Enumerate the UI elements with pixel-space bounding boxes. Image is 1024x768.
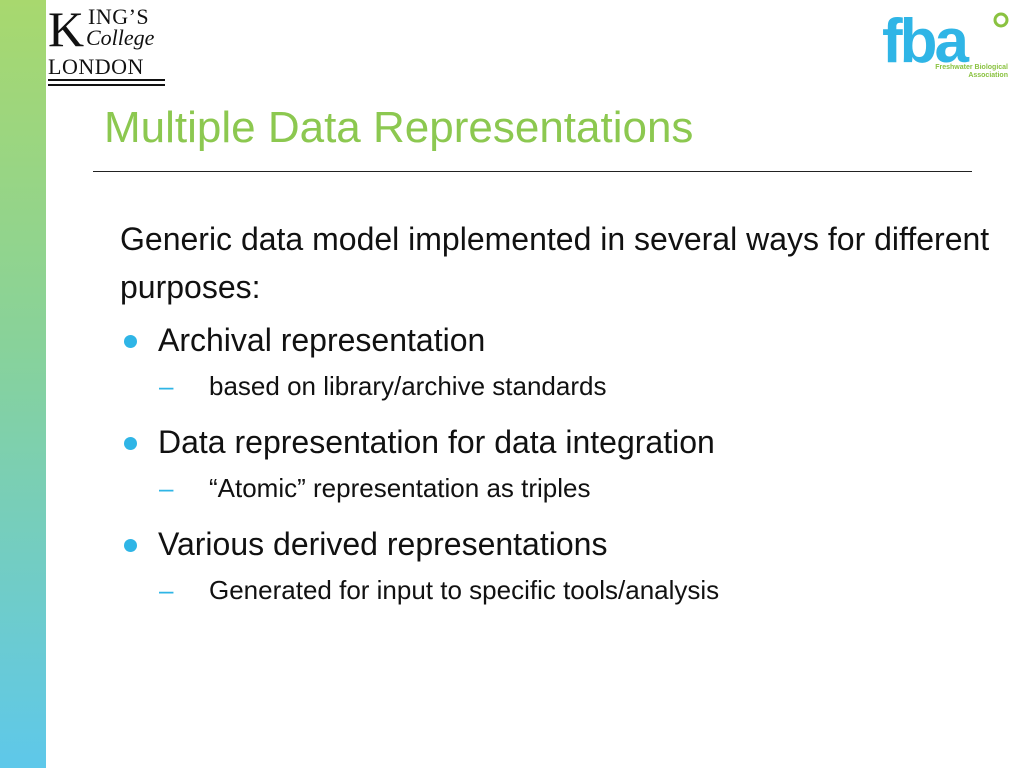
slide-title: Multiple Data Representations	[104, 103, 694, 152]
bullet-text: Data representation for data integration	[158, 424, 715, 460]
bullet-item: Various derived representations – Genera…	[120, 519, 1000, 609]
sub-list: – based on library/archive standards	[120, 367, 1000, 405]
bullet-text: Various derived representations	[158, 526, 608, 562]
sub-item: – “Atomic” representation as triples	[120, 469, 1000, 507]
dash-icon: –	[159, 575, 174, 605]
kcl-logo-london: LONDON	[48, 54, 144, 79]
bullet-dot-icon	[124, 437, 137, 450]
sub-item-text: Generated for input to specific tools/an…	[209, 575, 720, 605]
fba-logo-mark: fba	[882, 7, 970, 76]
sub-item: – based on library/archive standards	[120, 367, 1000, 405]
bullet-item: Data representation for data integration…	[120, 417, 1000, 507]
kcl-logo-rule	[48, 84, 165, 86]
kcl-logo-k: K	[48, 1, 85, 57]
side-gradient-bar	[0, 0, 46, 768]
bullet-dot-icon	[124, 335, 137, 348]
sub-item: – Generated for input to specific tools/…	[120, 571, 1000, 609]
slide-body: Generic data model implemented in severa…	[120, 215, 1000, 609]
kcl-logo-rule	[48, 79, 165, 81]
kings-college-london-logo: K ING’S College LONDON	[48, 4, 168, 88]
intro-text: Generic data model implemented in severa…	[120, 221, 990, 305]
fba-logo-caption: Freshwater Biological Association	[935, 64, 1008, 79]
dash-icon: –	[159, 473, 174, 503]
bullet-dot-icon	[124, 539, 137, 552]
fba-logo-circle	[993, 12, 1009, 28]
sub-list: – “Atomic” representation as triples	[120, 469, 1000, 507]
bullet-list: Archival representation – based on libra…	[120, 315, 1000, 609]
kcl-logo-college: College	[86, 25, 155, 50]
sub-item-text: based on library/archive standards	[209, 371, 607, 401]
fba-logo: fba	[882, 7, 1009, 76]
title-divider	[93, 171, 972, 172]
bullet-item: Archival representation – based on libra…	[120, 315, 1000, 405]
sub-item-text: “Atomic” representation as triples	[209, 473, 591, 503]
dash-icon: –	[159, 371, 174, 401]
bullet-text: Archival representation	[158, 322, 486, 358]
kcl-logo-ings: ING’S	[88, 4, 150, 29]
sub-list: – Generated for input to specific tools/…	[120, 571, 1000, 609]
